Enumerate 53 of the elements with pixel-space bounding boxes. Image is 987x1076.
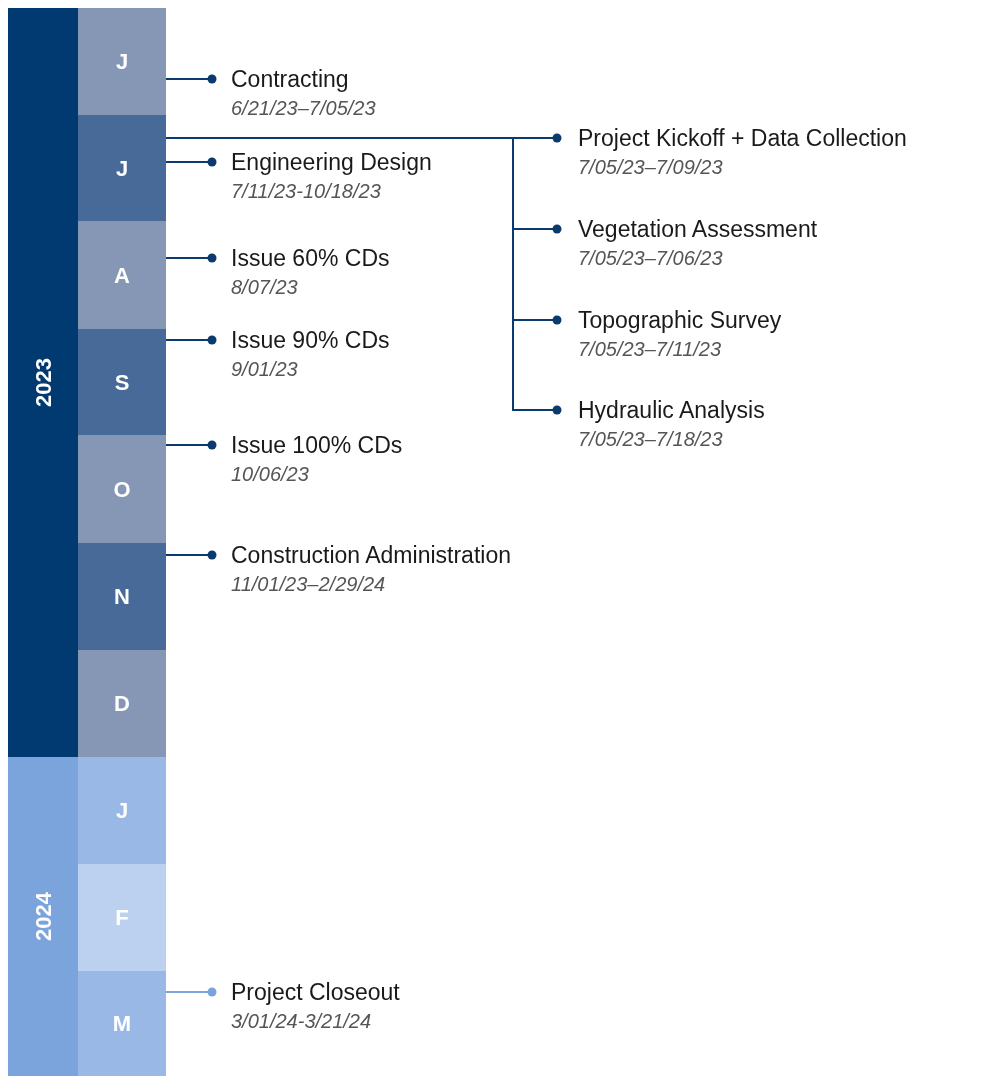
- month-cell: [78, 757, 166, 864]
- milestone-title: Issue 60% CDs: [231, 244, 390, 272]
- month-label: F: [115, 904, 129, 932]
- date-range: 7/05/23–7/18/23: [578, 427, 723, 452]
- month-cell: [78, 543, 166, 650]
- year-label: 2024: [29, 892, 57, 941]
- connector-line: [165, 253, 217, 263]
- milestone-title: Contracting: [231, 65, 349, 93]
- connector-line: [165, 987, 217, 997]
- milestone-title: Engineering Design: [231, 148, 432, 176]
- month-label: D: [114, 690, 130, 718]
- date-range: 8/07/23: [231, 275, 298, 300]
- date-range: 7/11/23-10/18/23: [231, 179, 381, 204]
- date-range: 7/05/23–7/11/23: [578, 337, 722, 362]
- month-label: N: [114, 583, 130, 611]
- month-label: J: [115, 48, 129, 76]
- connector-line: [165, 74, 217, 84]
- milestone-title: Issue 100% CDs: [231, 431, 403, 459]
- month-label: M: [112, 1010, 132, 1038]
- connector-line: [165, 440, 217, 450]
- milestone-title: Hydraulic Analysis: [578, 396, 765, 424]
- month-cell: [78, 435, 166, 543]
- date-range: 6/21/23–7/05/23: [231, 96, 376, 121]
- date-range: 7/05/23–7/09/23: [578, 155, 723, 180]
- connector-line: [165, 335, 217, 345]
- date-range: 11/01/23–2/29/24: [231, 572, 386, 597]
- milestone-title: Topographic Survey: [578, 306, 782, 334]
- date-range: 7/05/23–7/06/23: [578, 246, 723, 271]
- milestone-title: Project Closeout: [231, 978, 400, 1006]
- milestone-title: Construction Administration: [231, 541, 511, 569]
- date-range: 3/01/24-3/21/24: [231, 1009, 372, 1034]
- milestone-title: Issue 90% CDs: [231, 326, 390, 354]
- month-cell: [78, 221, 166, 329]
- connector-line: [165, 157, 217, 167]
- month-cell: [78, 115, 166, 221]
- month-label: S: [114, 368, 130, 397]
- year-band: [8, 8, 78, 757]
- month-cell: [78, 8, 166, 115]
- month-label: O: [113, 475, 131, 504]
- month-label: A: [114, 261, 130, 290]
- milestone-title: Project Kickoff + Data Collection: [578, 124, 907, 152]
- month-label: J: [115, 797, 129, 825]
- month-cell: [78, 864, 166, 971]
- year-label: 2023: [29, 358, 57, 407]
- year-band: [8, 757, 78, 1076]
- date-range: 10/06/23: [231, 462, 309, 487]
- month-cell: [78, 971, 166, 1076]
- date-range: 9/01/23: [231, 357, 298, 382]
- connector-line: [165, 550, 217, 560]
- month-label: J: [115, 154, 129, 183]
- milestone-title: Vegetation Assessment: [578, 215, 818, 243]
- month-cell: [78, 650, 166, 757]
- month-cell: [78, 329, 166, 435]
